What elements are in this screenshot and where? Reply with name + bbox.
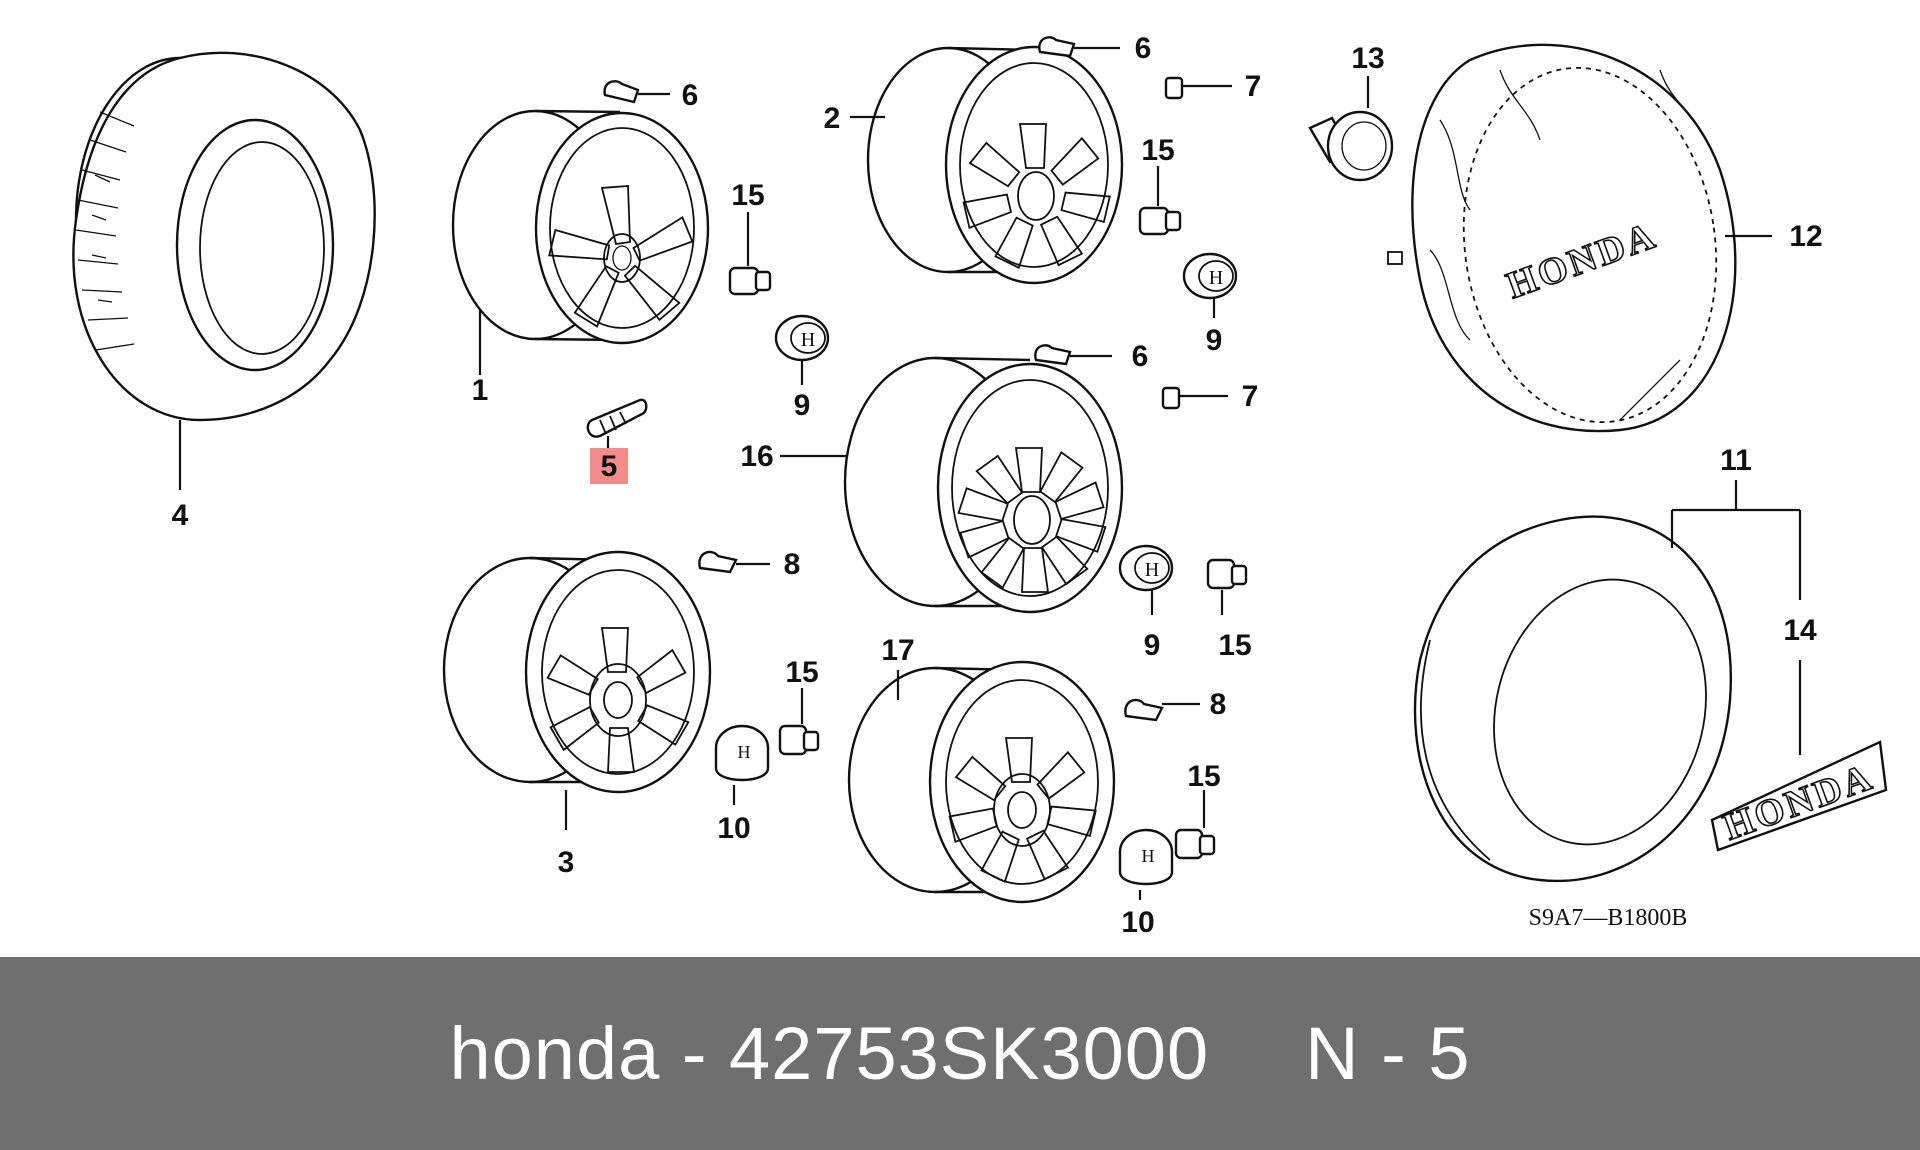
balance-weight-8a — [698, 550, 738, 574]
wheel-3 — [442, 550, 712, 794]
callout-14: 14 — [1783, 614, 1817, 647]
wheel-17 — [847, 660, 1116, 904]
footer-position-label: N - 5 — [1305, 1012, 1471, 1095]
wheel-16 — [843, 356, 1124, 614]
callout-9a: 9 — [794, 389, 811, 422]
callout-9b: 9 — [1206, 324, 1223, 357]
center-cap-10a: H — [714, 724, 770, 782]
callout-7a: 7 — [1245, 70, 1262, 103]
footer-separator: - — [681, 1012, 708, 1095]
honda-emblem-14: HONDA — [1710, 740, 1888, 852]
callout-15e: 15 — [1187, 760, 1220, 793]
wheel-nut-15d — [778, 724, 820, 756]
callout-10a: 10 — [717, 812, 750, 845]
callout-13: 13 — [1351, 42, 1384, 75]
callout-5: 5 — [601, 450, 618, 483]
wheel-1 — [451, 109, 710, 345]
balance-weight-8b — [1124, 698, 1164, 722]
callout-11: 11 — [1720, 444, 1752, 477]
footer-part-number: 42753SK3000 — [729, 1012, 1210, 1095]
callout-5-highlight — [590, 448, 628, 484]
svg-text:H: H — [1209, 267, 1223, 289]
svg-text:H: H — [801, 329, 815, 351]
callout-15a: 15 — [731, 179, 764, 212]
diagram-code: S9A7—B1800B — [1529, 905, 1688, 931]
svg-text:H: H — [1145, 559, 1159, 581]
balance-weight-6c — [1034, 344, 1072, 366]
balance-weight-7a — [1164, 76, 1184, 100]
callout-15c: 15 — [1218, 629, 1251, 662]
callout-7b: 7 — [1242, 380, 1259, 413]
callout-6a: 6 — [682, 79, 699, 112]
center-cap-9a: H — [774, 314, 830, 362]
spare-cover-lock-13 — [1308, 110, 1394, 182]
emblem-text: HONDA — [1718, 756, 1879, 849]
balance-weight-6b — [1038, 36, 1076, 58]
wheel-parts-diagram: 4 1 6 — [72, 32, 1888, 939]
callout-6c: 6 — [1132, 340, 1149, 373]
wheel-nut-15a — [728, 266, 772, 296]
callout-10b: 10 — [1121, 906, 1154, 939]
footer-brand: honda — [449, 1012, 661, 1095]
callout-6b: 6 — [1135, 32, 1152, 65]
center-cap-9b: H — [1182, 252, 1238, 300]
footer-bar: honda - 42753SK3000 N - 5 — [0, 957, 1920, 1150]
callout-8b: 8 — [1210, 688, 1227, 721]
callout-8a: 8 — [784, 548, 801, 581]
center-cap-9c: H — [1118, 544, 1174, 592]
callout-15b: 15 — [1141, 134, 1174, 167]
tire — [72, 51, 376, 422]
callout-17: 17 — [881, 634, 914, 667]
center-cap-10b: H — [1118, 828, 1174, 886]
callout-16: 16 — [740, 440, 773, 473]
callout-12: 12 — [1789, 220, 1822, 253]
wheel-nut-15e — [1174, 828, 1216, 860]
callout-9c: 9 — [1144, 629, 1161, 662]
spare-tire-cover-11 — [1413, 515, 1733, 883]
balance-weight-7b — [1161, 386, 1181, 410]
callout-3: 3 — [558, 846, 575, 879]
valve-stem-5 — [586, 398, 648, 438]
callout-15d: 15 — [785, 656, 818, 689]
wheel-nut-15b — [1138, 206, 1182, 236]
callout-1: 1 — [472, 374, 489, 407]
spare-tire-cover-12: HONDA — [1387, 43, 1737, 433]
balance-weight-6a — [603, 80, 640, 104]
svg-text:H: H — [738, 742, 751, 762]
svg-text:H: H — [1142, 846, 1155, 866]
callout-4: 4 — [172, 499, 189, 532]
wheel-2 — [866, 45, 1124, 285]
callout-2: 2 — [824, 102, 841, 135]
wheel-nut-15c — [1206, 558, 1248, 590]
